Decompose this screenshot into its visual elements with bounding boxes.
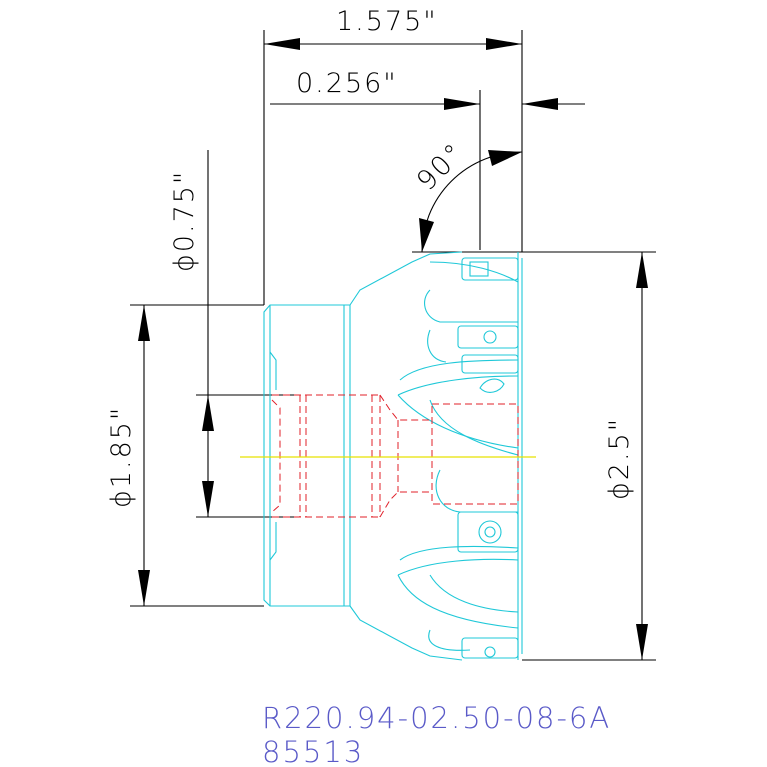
- length-label: 1.575": [336, 6, 438, 37]
- part-number: R220.94-02.50-08-6A: [262, 701, 611, 735]
- cutter-dimension: ϕ2.5": [522, 251, 656, 661]
- part-code: 85513: [262, 735, 364, 767]
- hub-dimension: ϕ1.85": [106, 304, 264, 607]
- hidden-bore: [271, 394, 519, 518]
- bore-dimension: ϕ0.75": [169, 150, 300, 518]
- bore-label: ϕ0.75": [169, 170, 200, 272]
- cutter-body: [263, 251, 523, 661]
- angle-dimension: 90°: [411, 137, 523, 253]
- hub-label: ϕ1.85": [106, 406, 137, 508]
- angle-label: 90°: [411, 137, 471, 197]
- insert-width-dimension: 0.256": [270, 68, 585, 250]
- insert-width-label: 0.256": [296, 68, 398, 99]
- length-dimension: 1.575": [263, 6, 523, 305]
- cutter-label: ϕ2.5": [604, 417, 635, 500]
